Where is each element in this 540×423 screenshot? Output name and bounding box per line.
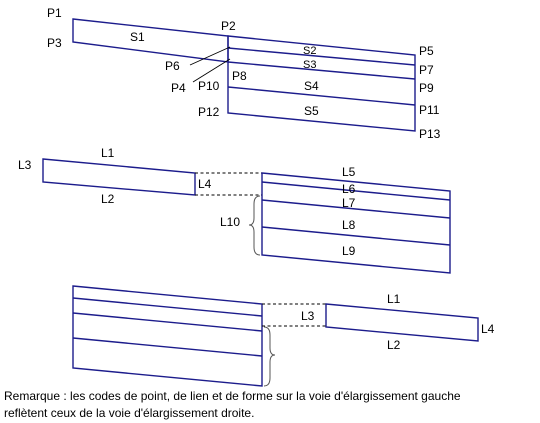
bottom-l4-label: L4 — [481, 322, 495, 336]
top-section: P1 P3 P2 P6 P4 P10 P8 P12 P5 P7 P9 P11 P… — [47, 6, 441, 141]
bottom-l2-label: L2 — [387, 338, 401, 352]
l10-brace — [248, 195, 261, 256]
s4-label: S4 — [304, 79, 319, 93]
p6-label: P6 — [165, 59, 180, 73]
l9-label: L9 — [342, 244, 356, 258]
l8-label: L8 — [342, 218, 356, 232]
l5-l6-boundary — [261, 181, 451, 201]
remark-line-2: reflètent ceux de la voie d'élargissemen… — [4, 406, 255, 420]
l2-label: L2 — [101, 192, 115, 206]
remark-line-1: Remarque : les codes de point, de lien e… — [4, 389, 461, 403]
l6-l7-boundary — [261, 199, 451, 219]
bottom-boundary-3 — [72, 337, 263, 357]
l4-label: L4 — [198, 177, 212, 191]
s3-s4-boundary — [227, 61, 416, 80]
s4-s5-boundary — [227, 86, 416, 106]
s2-label: S2 — [303, 45, 316, 57]
bottom-boundary-2 — [72, 312, 263, 332]
s1-label: S1 — [130, 30, 145, 44]
p4-leader — [192, 58, 231, 83]
p1-label: P1 — [47, 6, 62, 20]
bottom-l3-label: L3 — [301, 309, 315, 323]
p12-label: P12 — [198, 105, 220, 119]
l7-label: L7 — [342, 196, 356, 210]
l1-label: L1 — [101, 146, 115, 160]
p5-label: P5 — [419, 44, 434, 58]
p10-label: P10 — [198, 79, 220, 93]
p8-label: P8 — [232, 69, 247, 83]
p2-label: P2 — [221, 19, 236, 33]
left-lane-strip — [42, 158, 196, 196]
p3-label: P3 — [47, 36, 62, 50]
p9-label: P9 — [419, 81, 434, 95]
remark-note: Remarque : les codes de point, de lien e… — [4, 388, 536, 422]
middle-section: L3 L1 L2 L4 L5 L6 L7 L8 L9 L10 — [18, 146, 451, 274]
s5-label: S5 — [304, 104, 319, 118]
widening-lanes-outline — [261, 172, 451, 274]
bottom-l1-label: L1 — [387, 292, 401, 306]
bottom-boundary-1 — [72, 297, 263, 317]
p4-label: P4 — [171, 81, 186, 95]
p6-leader — [189, 46, 231, 66]
s3-label: S3 — [303, 59, 316, 71]
l5-label: L5 — [342, 165, 356, 179]
l7-l8-boundary — [261, 226, 451, 246]
p13-label: P13 — [419, 127, 441, 141]
p11-label: P11 — [419, 103, 440, 117]
p7-label: P7 — [419, 63, 434, 77]
right-lane-strip — [325, 303, 479, 342]
bottom-brace — [263, 326, 276, 387]
l3-label: L3 — [18, 158, 32, 172]
l10-label: L10 — [220, 215, 240, 229]
l6-label: L6 — [342, 182, 356, 196]
s1-shape — [72, 18, 229, 63]
s2-s3-boundary — [227, 47, 416, 66]
bottom-section: L1 L2 L3 L4 — [72, 285, 495, 387]
left-widening-lanes-outline — [72, 285, 263, 387]
